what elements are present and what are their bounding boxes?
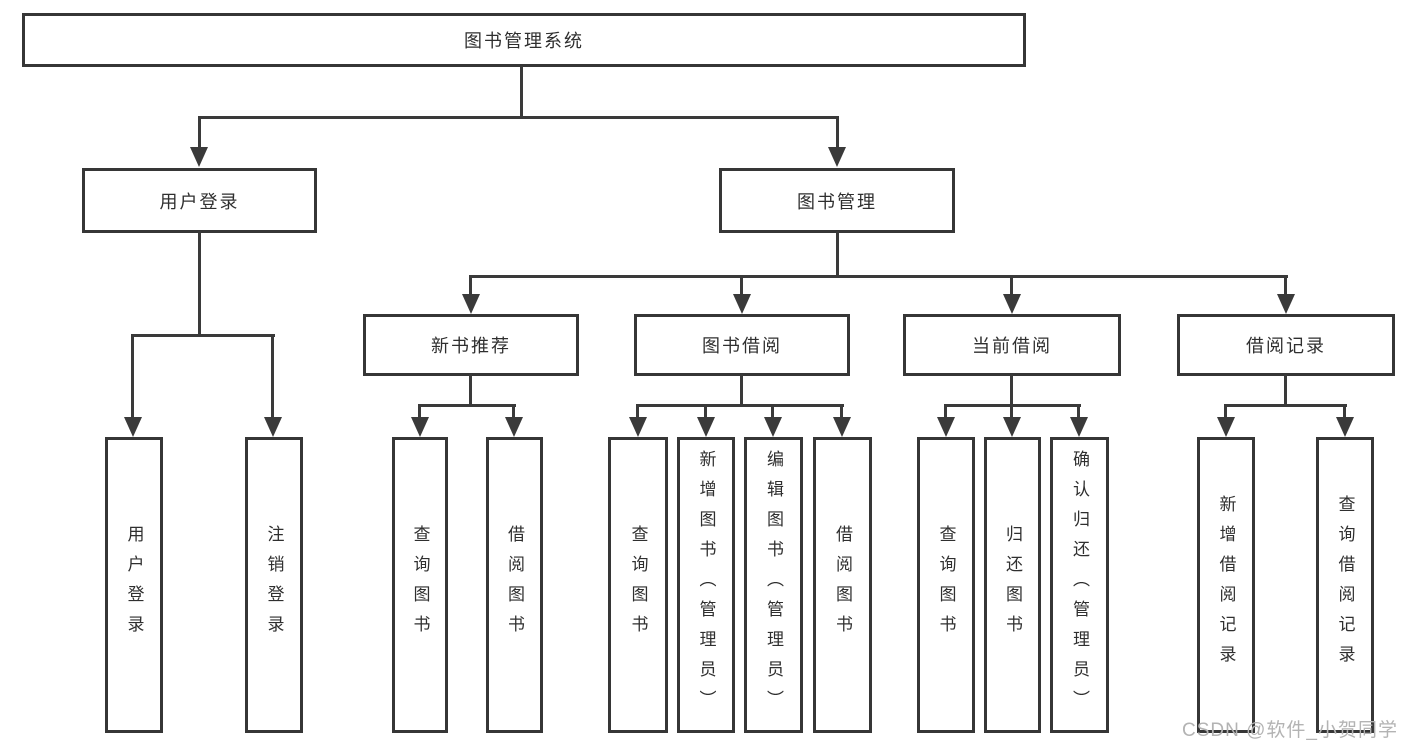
leaf-add-borrow-record: 新增借阅记录 <box>1197 437 1255 733</box>
leaf-query-books-3: 查询图书 <box>917 437 975 733</box>
arrow-down-icon <box>828 147 846 167</box>
connector-line <box>418 404 516 407</box>
node-current-borrowing: 当前借阅 <box>903 314 1121 376</box>
connector-line <box>704 404 707 419</box>
connector-line <box>1224 404 1347 407</box>
connector-line <box>469 275 472 296</box>
connector-line <box>1284 374 1287 406</box>
leaf-label: 注销登录 <box>264 525 284 645</box>
leaf-label: 查询图书 <box>936 525 956 645</box>
arrow-down-icon <box>1277 294 1295 314</box>
arrow-down-icon <box>733 294 751 314</box>
leaf-query-books-1: 查询图书 <box>392 437 448 733</box>
connector-line <box>771 404 774 419</box>
leaf-label: 新增图书（管理员） <box>696 450 716 720</box>
arrow-down-icon <box>1003 294 1021 314</box>
arrow-down-icon <box>411 417 429 437</box>
connector-line <box>1010 404 1013 419</box>
connector-line <box>836 231 839 277</box>
node-book-borrowing: 图书借阅 <box>634 314 850 376</box>
connector-line <box>271 334 274 419</box>
node-new-book-recommend: 新书推荐 <box>363 314 579 376</box>
arrow-down-icon <box>264 417 282 437</box>
arrow-down-icon <box>462 294 480 314</box>
leaf-label: 用户登录 <box>124 525 144 645</box>
arrow-down-icon <box>764 417 782 437</box>
connector-line <box>469 374 472 406</box>
leaf-label: 归还图书 <box>1003 525 1022 645</box>
connector-line <box>740 275 743 296</box>
arrow-down-icon <box>629 417 647 437</box>
node-label: 用户登录 <box>159 191 240 212</box>
connector-line <box>836 116 839 150</box>
leaf-query-borrow-record: 查询借阅记录 <box>1316 437 1374 733</box>
leaf-query-books-2: 查询图书 <box>608 437 668 733</box>
connector-line <box>520 66 523 118</box>
leaf-label: 确认归还（管理员） <box>1070 450 1089 720</box>
connector-line <box>636 404 639 419</box>
connector-line <box>512 404 515 419</box>
connector-line <box>131 334 134 419</box>
leaf-label: 借阅图书 <box>833 525 852 645</box>
connector-line <box>1224 404 1227 419</box>
leaf-borrow-books-1: 借阅图书 <box>486 437 543 733</box>
connector-line <box>198 231 201 336</box>
leaf-user-login: 用户登录 <box>105 437 163 733</box>
leaf-label: 编辑图书（管理员） <box>764 450 783 720</box>
connector-line <box>131 334 275 337</box>
arrow-down-icon <box>937 417 955 437</box>
arrow-down-icon <box>505 417 523 437</box>
leaf-label: 新增借阅记录 <box>1216 495 1236 675</box>
connector-line <box>944 404 947 419</box>
node-label: 图书借阅 <box>702 336 782 356</box>
arrow-down-icon <box>833 417 851 437</box>
arrow-down-icon <box>190 147 208 167</box>
connector-line <box>1010 275 1013 296</box>
leaf-borrow-books-2: 借阅图书 <box>813 437 872 733</box>
node-label: 当前借阅 <box>972 336 1052 356</box>
arrow-down-icon <box>697 417 715 437</box>
leaf-label: 查询借阅记录 <box>1335 495 1355 675</box>
connector-line <box>1077 404 1080 419</box>
arrow-down-icon <box>1217 417 1235 437</box>
node-label: 借阅记录 <box>1246 336 1326 356</box>
node-label: 新书推荐 <box>431 336 511 356</box>
connector-line <box>1010 374 1013 406</box>
leaf-add-book-admin: 新增图书（管理员） <box>677 437 735 733</box>
connector-line <box>1284 275 1287 296</box>
connector-line <box>636 404 844 407</box>
connector-line <box>740 374 743 406</box>
leaf-return-books: 归还图书 <box>984 437 1041 733</box>
leaf-logout: 注销登录 <box>245 437 303 733</box>
arrow-down-icon <box>1070 417 1088 437</box>
connector-line <box>840 404 843 419</box>
arrow-down-icon <box>124 417 142 437</box>
leaf-confirm-return-admin: 确认归还（管理员） <box>1050 437 1109 733</box>
leaf-edit-book-admin: 编辑图书（管理员） <box>744 437 803 733</box>
connector-line <box>418 404 421 419</box>
node-borrowing-records: 借阅记录 <box>1177 314 1395 376</box>
connector-line <box>198 116 839 119</box>
arrow-down-icon <box>1336 417 1354 437</box>
connector-line <box>198 116 201 150</box>
node-label: 图书管理 <box>797 191 877 212</box>
leaf-label: 查询图书 <box>410 525 430 645</box>
node-root: 图书管理系统 <box>22 13 1026 67</box>
csdn-watermark: CSDN @软件_小贺同学 <box>1182 720 1398 741</box>
connector-line <box>1343 404 1346 419</box>
node-user-login: 用户登录 <box>82 168 317 233</box>
arrow-down-icon <box>1003 417 1021 437</box>
leaf-label: 查询图书 <box>628 525 648 645</box>
node-root-label: 图书管理系统 <box>464 31 584 51</box>
leaf-label: 借阅图书 <box>505 525 524 645</box>
node-book-management: 图书管理 <box>719 168 955 233</box>
connector-line <box>469 275 1288 278</box>
